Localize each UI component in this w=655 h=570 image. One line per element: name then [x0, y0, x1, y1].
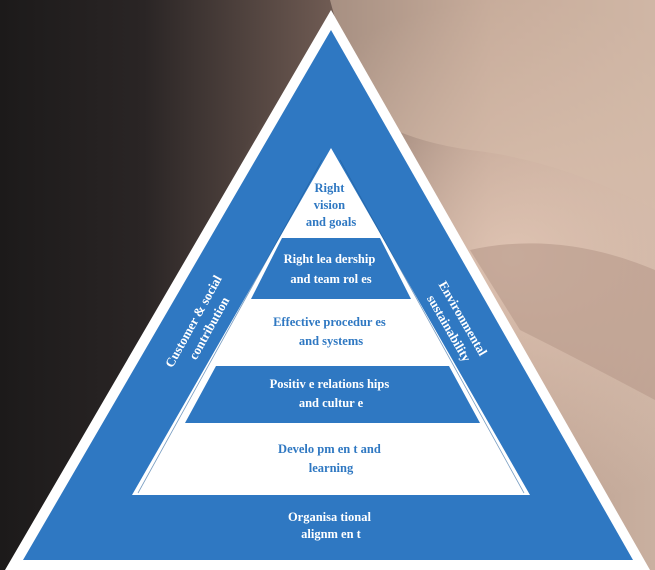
- tier-vision-line-2: vision: [314, 198, 345, 212]
- tier-relationships-line-2: and cultur e: [299, 396, 364, 410]
- tier-development-line-2: learning: [309, 461, 354, 475]
- tier-vision-label: Right vision and goals: [306, 181, 357, 229]
- tier-relationships-line-1: Positiv e relations hips: [270, 377, 390, 391]
- tier-band-relationships: [185, 366, 480, 423]
- base-label: Organisa tional alignm en t: [288, 510, 374, 541]
- tier-band-leadership: [251, 238, 411, 299]
- base-label-line-1: Organisa tional: [288, 510, 372, 524]
- tier-procedures-line-1: Effective procedur es: [273, 315, 386, 329]
- tier-leadership-label: Right lea dership and team rol es: [284, 252, 379, 286]
- tier-development-label: Develo pm en t and learning: [278, 442, 384, 475]
- tier-leadership-line-1: Right lea dership: [284, 252, 376, 266]
- tier-leadership-line-2: and team rol es: [290, 272, 371, 286]
- left-edge-line: [137, 159, 323, 494]
- tier-procedures-label: Effective procedur es and systems: [273, 315, 389, 348]
- tier-development-line-1: Develo pm en t and: [278, 442, 381, 456]
- tier-vision-line-1: Right: [315, 181, 346, 195]
- tier-vision-line-3: and goals: [306, 215, 357, 229]
- right-edge-line: [339, 159, 525, 494]
- tier-relationships-label: Positiv e relations hips and cultur e: [270, 377, 393, 410]
- base-label-line-2: alignm en t: [301, 527, 362, 541]
- tier-procedures-line-2: and systems: [299, 334, 363, 348]
